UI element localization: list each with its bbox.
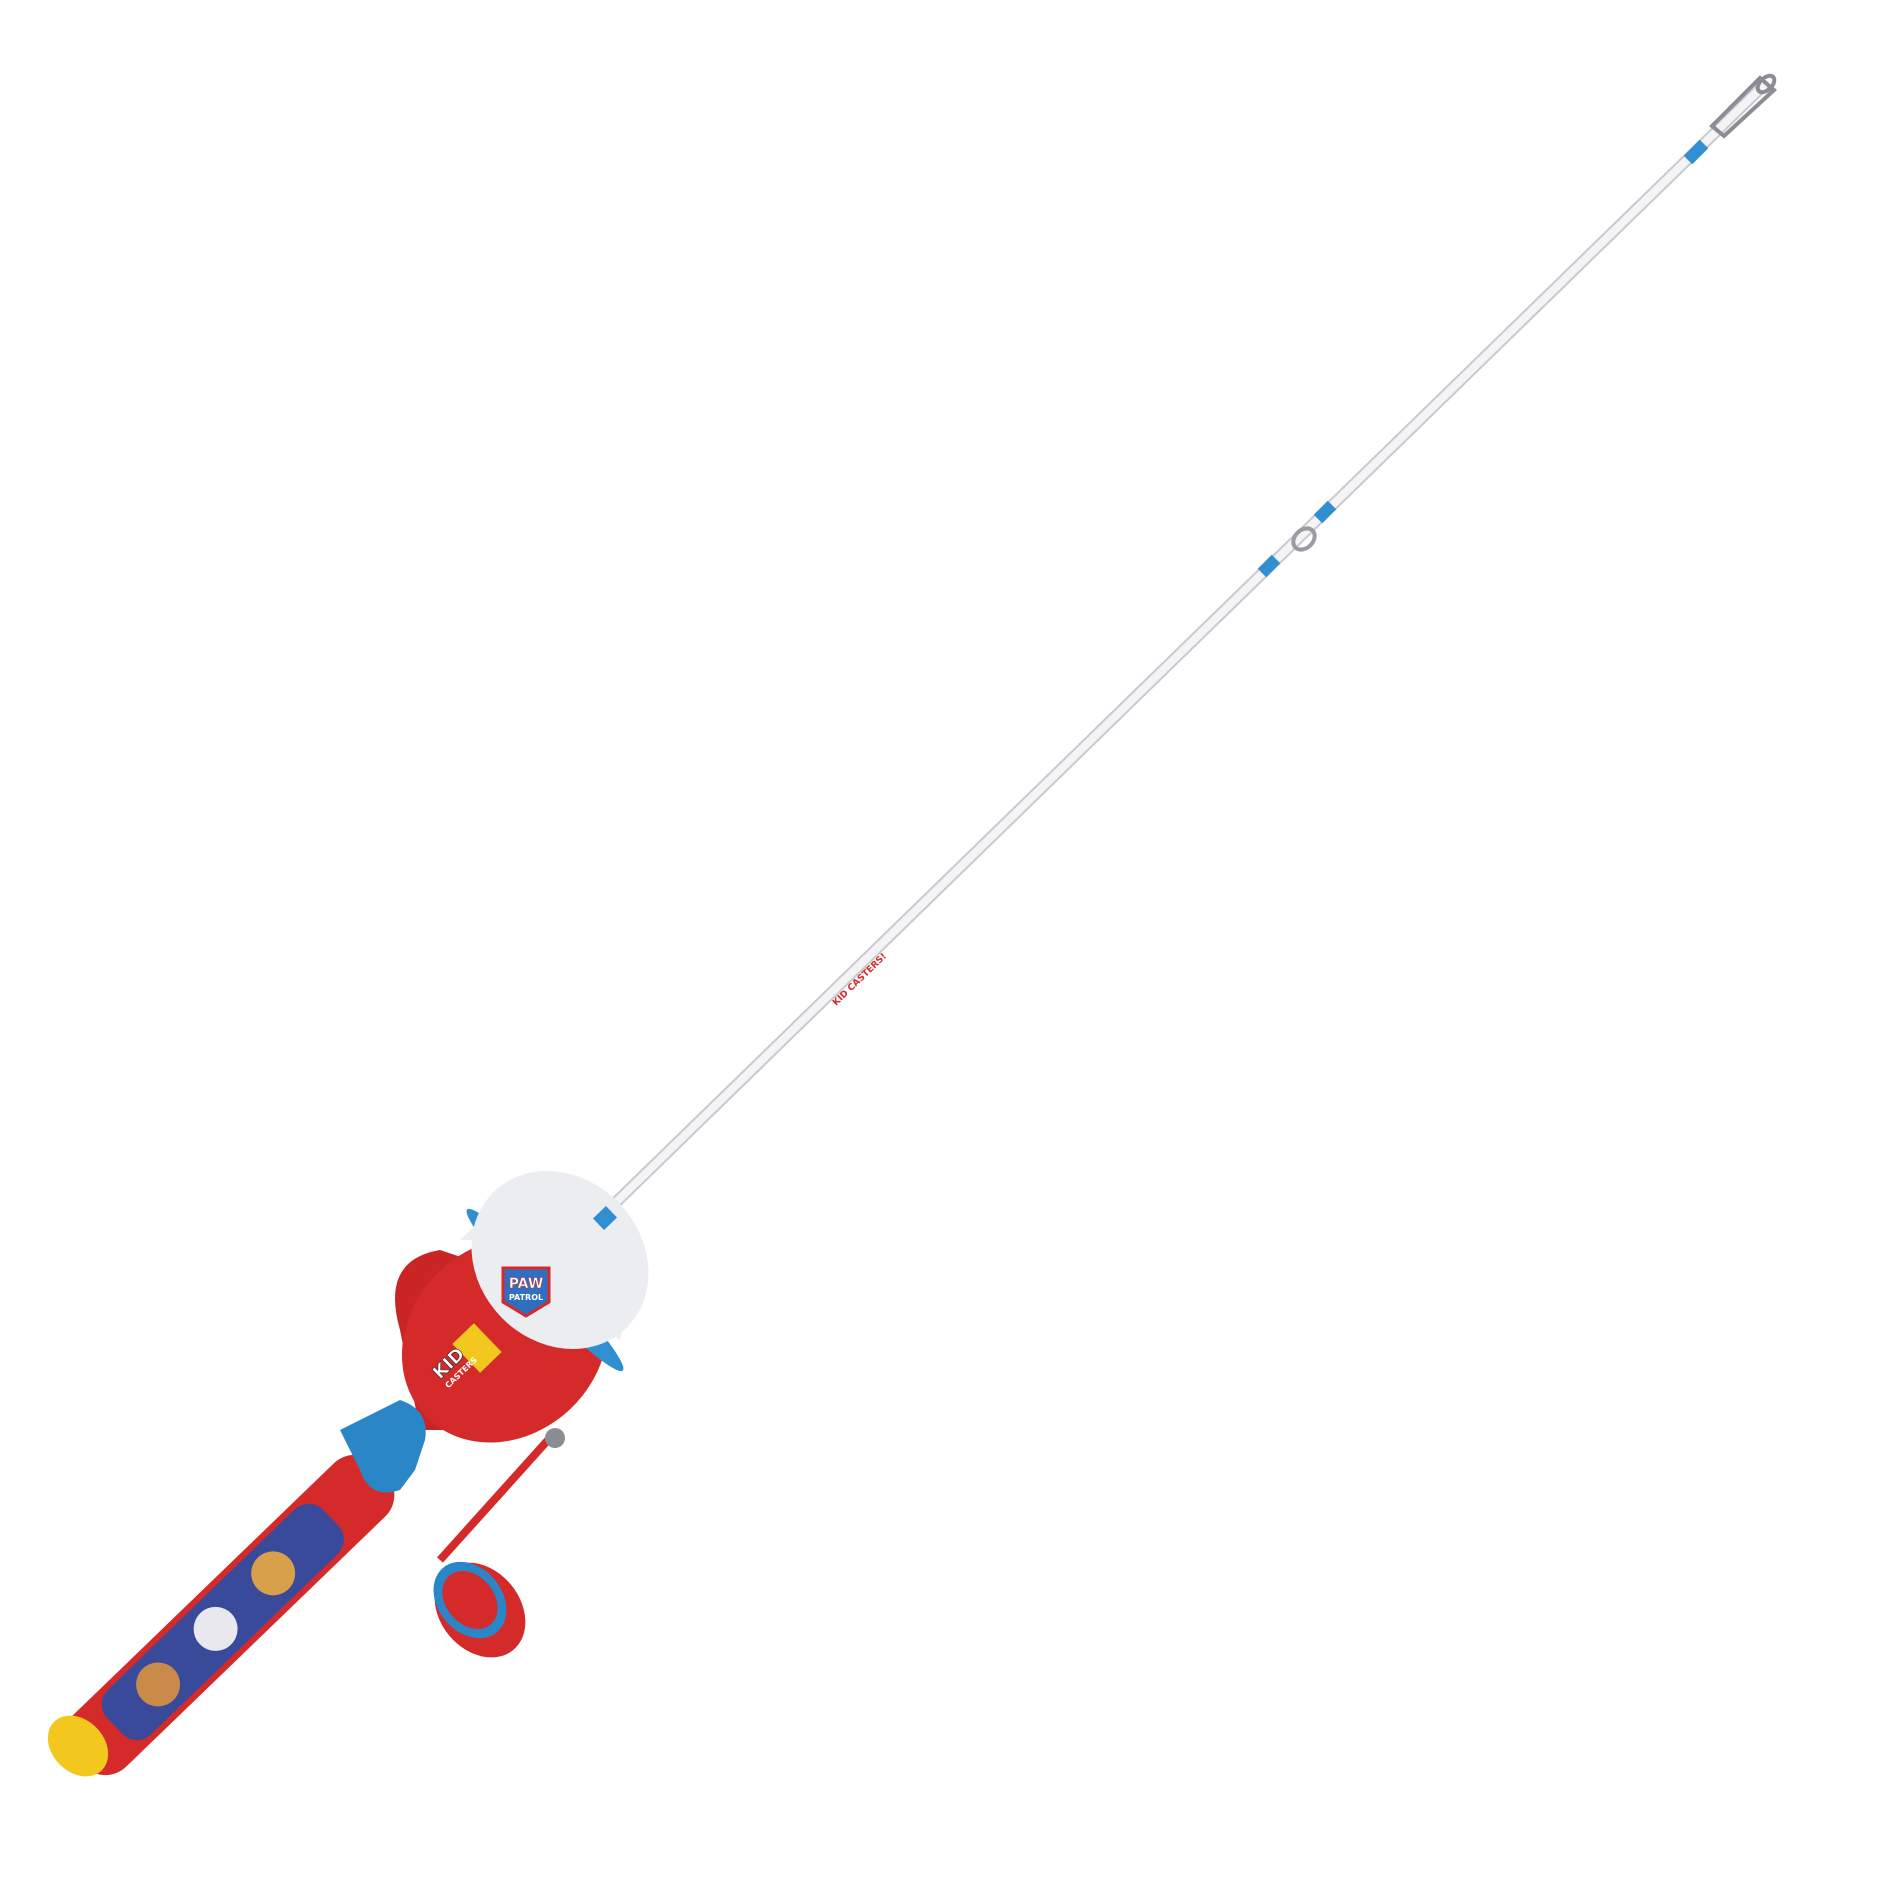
badge-logo-paw: PAW [509, 1276, 544, 1292]
rod-bands [1257, 139, 1709, 578]
rod-tip-top [1709, 73, 1778, 139]
paw-patrol-badge: PAW PATROL [501, 1266, 551, 1318]
spincast-reel: PAW PATROL KID CASTERS [395, 1171, 649, 1443]
reel-crank-handle[interactable] [416, 1428, 565, 1676]
badge-logo-patrol: PATROL [509, 1293, 543, 1302]
end-cap [47, 1715, 109, 1777]
line-guide [1291, 526, 1317, 552]
rod-blank [600, 80, 1769, 1218]
thumb-trigger-button[interactable] [340, 1400, 426, 1493]
handle-grip [65, 1454, 395, 1776]
